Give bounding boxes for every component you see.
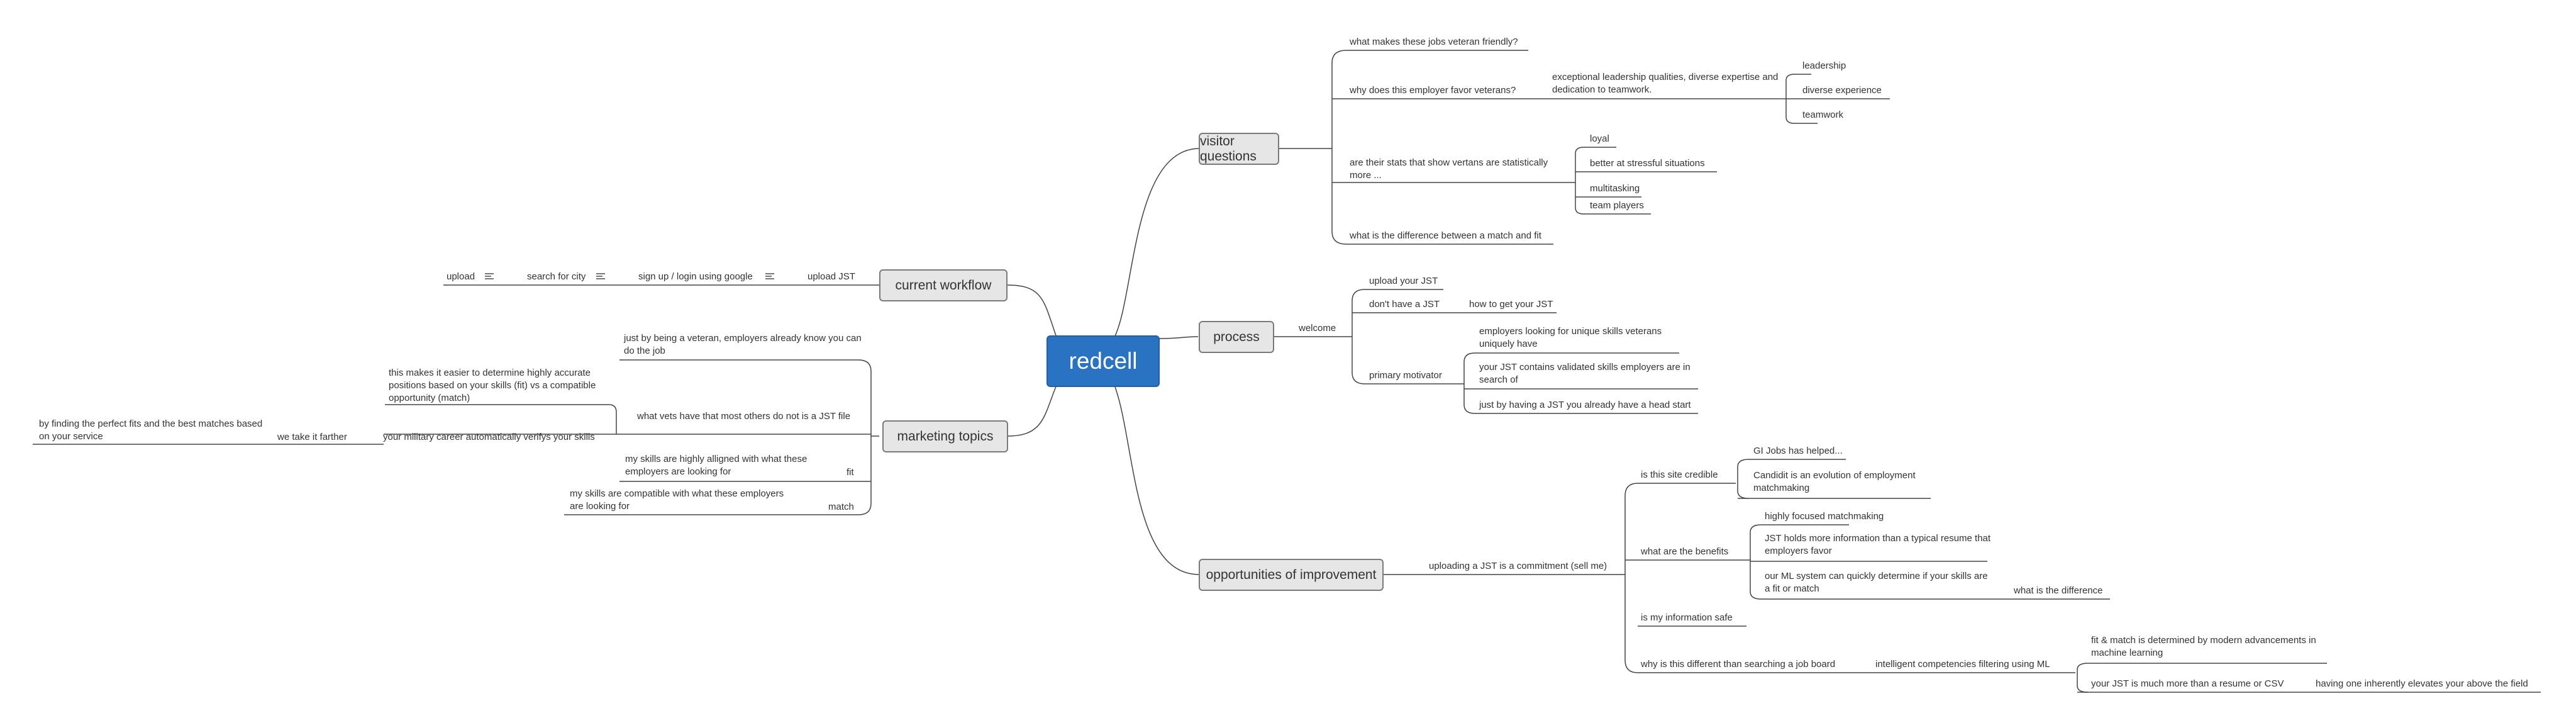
marketing-match-child[interactable]: my skills are compatible with what these…	[570, 488, 784, 512]
connector-central-workflow	[1007, 284, 1057, 338]
marketing-service[interactable]: by finding the perfect fits and the best…	[39, 418, 263, 442]
opp-credible[interactable]: is this site credible	[1641, 469, 1718, 480]
benefit-jst-holds[interactable]: JST holds more information than a typica…	[1765, 533, 1991, 556]
marketing-verifys[interactable]: your military career automatically verif…	[383, 432, 595, 442]
credible-candidit[interactable]: Candidit is an evolution of employment m…	[1753, 470, 1916, 493]
connector-m2-child	[385, 404, 617, 434]
opp-difference[interactable]: what is the difference	[2014, 585, 2103, 596]
visitor-q3[interactable]: are their stats that show vertans are st…	[1350, 157, 1548, 181]
connector-ml-bracket	[2077, 663, 2089, 693]
opp-job-board[interactable]: why is this different than searching a j…	[1641, 659, 1836, 670]
connector-q3-bracket	[1575, 147, 1584, 215]
ml-jst-more[interactable]: your JST is much more than a resume or C…	[2091, 678, 2284, 689]
visitor-q2-answer[interactable]: exceptional leadership qualities, divers…	[1552, 72, 1779, 95]
central-topic[interactable]: redcell	[1046, 335, 1160, 387]
visitor-q4[interactable]: what is the difference between a match a…	[1350, 230, 1541, 241]
visitor-q1[interactable]: what makes these jobs veteran friendly?	[1350, 36, 1518, 47]
opp-ml-filter[interactable]: intelligent competencies filtering using…	[1875, 659, 2050, 670]
marketing-farther[interactable]: we take it farther	[277, 432, 347, 442]
connector-central-visitor	[1114, 148, 1199, 338]
credible-gi-jobs[interactable]: GI Jobs has helped...	[1753, 446, 1843, 456]
workflow-signup[interactable]: sign up / login using google	[638, 271, 753, 282]
connector-central-marketing	[1007, 384, 1057, 437]
note-icon[interactable]	[485, 273, 494, 281]
ml-fit-match[interactable]: fit & match is determined by modern adva…	[2091, 635, 2316, 658]
note-icon[interactable]	[765, 273, 774, 281]
connector-central-opportunities	[1114, 384, 1199, 575]
q2-item-leadership[interactable]: leadership	[1802, 60, 1846, 71]
marketing-m2[interactable]: what vets have that most others do not i…	[637, 411, 851, 422]
motivator-3[interactable]: just by having a JST you already have a …	[1479, 400, 1691, 410]
benefit-ml-system[interactable]: our ML system can quickly determine if y…	[1765, 571, 1988, 594]
q3-item-team-players[interactable]: team players	[1590, 200, 1644, 211]
connector-motivator-bracket	[1463, 352, 1475, 414]
topic-visitor-questions[interactable]: visitor questions	[1199, 133, 1279, 165]
topic-opportunities[interactable]: opportunities of improvement	[1199, 559, 1384, 591]
motivator-1[interactable]: employers looking for unique skills vete…	[1479, 326, 1662, 349]
q3-item-loyal[interactable]: loyal	[1590, 133, 1609, 144]
motivator-2[interactable]: your JST contains validated skills emplo…	[1479, 362, 1690, 385]
process-welcome[interactable]: welcome	[1299, 323, 1336, 334]
q3-item-stressful[interactable]: better at stressful situations	[1590, 158, 1705, 169]
q3-item-multitasking[interactable]: multitasking	[1590, 183, 1640, 194]
process-upload[interactable]: upload your JST	[1369, 276, 1438, 286]
opp-commitment[interactable]: uploading a JST is a commitment (sell me…	[1429, 561, 1607, 571]
connector-marketing-bracket	[564, 359, 872, 515]
topic-marketing[interactable]: marketing topics	[882, 420, 1008, 452]
marketing-match[interactable]: match	[828, 502, 854, 512]
marketing-m1[interactable]: just by being a veteran, employers alrea…	[624, 333, 862, 356]
opp-safe[interactable]: is my information safe	[1641, 612, 1733, 623]
workflow-search-city[interactable]: search for city	[527, 271, 586, 282]
marketing-fit[interactable]: fit	[847, 467, 854, 478]
q2-item-diverse-experience[interactable]: diverse experience	[1802, 85, 1882, 96]
benefit-matchmaking[interactable]: highly focused matchmaking	[1765, 511, 1884, 522]
note-icon[interactable]	[596, 273, 605, 281]
connector-credible-bracket	[1737, 459, 1749, 499]
process-how-to-get[interactable]: how to get your JST	[1469, 299, 1553, 310]
visitor-q2[interactable]: why does this employer favor veterans?	[1350, 85, 1516, 96]
workflow-upload-jst[interactable]: upload JST	[808, 271, 855, 282]
connector-central-process	[1158, 336, 1199, 339]
process-dont-have[interactable]: don't have a JST	[1369, 299, 1440, 310]
connector-opportunities-bracket	[1624, 483, 1638, 673]
marketing-fit-child[interactable]: my skills are highly alligned with what …	[625, 454, 808, 477]
marketing-m2-child[interactable]: this makes it easier to determine highly…	[389, 367, 596, 403]
opp-benefits[interactable]: what are the benefits	[1641, 546, 1729, 557]
topic-current-workflow[interactable]: current workflow	[879, 269, 1008, 301]
connector-visitor-bracket	[1331, 50, 1347, 245]
workflow-upload[interactable]: upload	[447, 271, 475, 282]
process-primary-motivator[interactable]: primary motivator	[1369, 370, 1442, 381]
connector-process-bracket	[1352, 289, 1365, 384]
connector-benefits-bracket	[1750, 524, 1762, 600]
topic-process[interactable]: process	[1199, 321, 1274, 353]
opp-elevates[interactable]: having one inherently elevates your abov…	[2316, 678, 2528, 689]
q2-item-teamwork[interactable]: teamwork	[1802, 109, 1844, 120]
